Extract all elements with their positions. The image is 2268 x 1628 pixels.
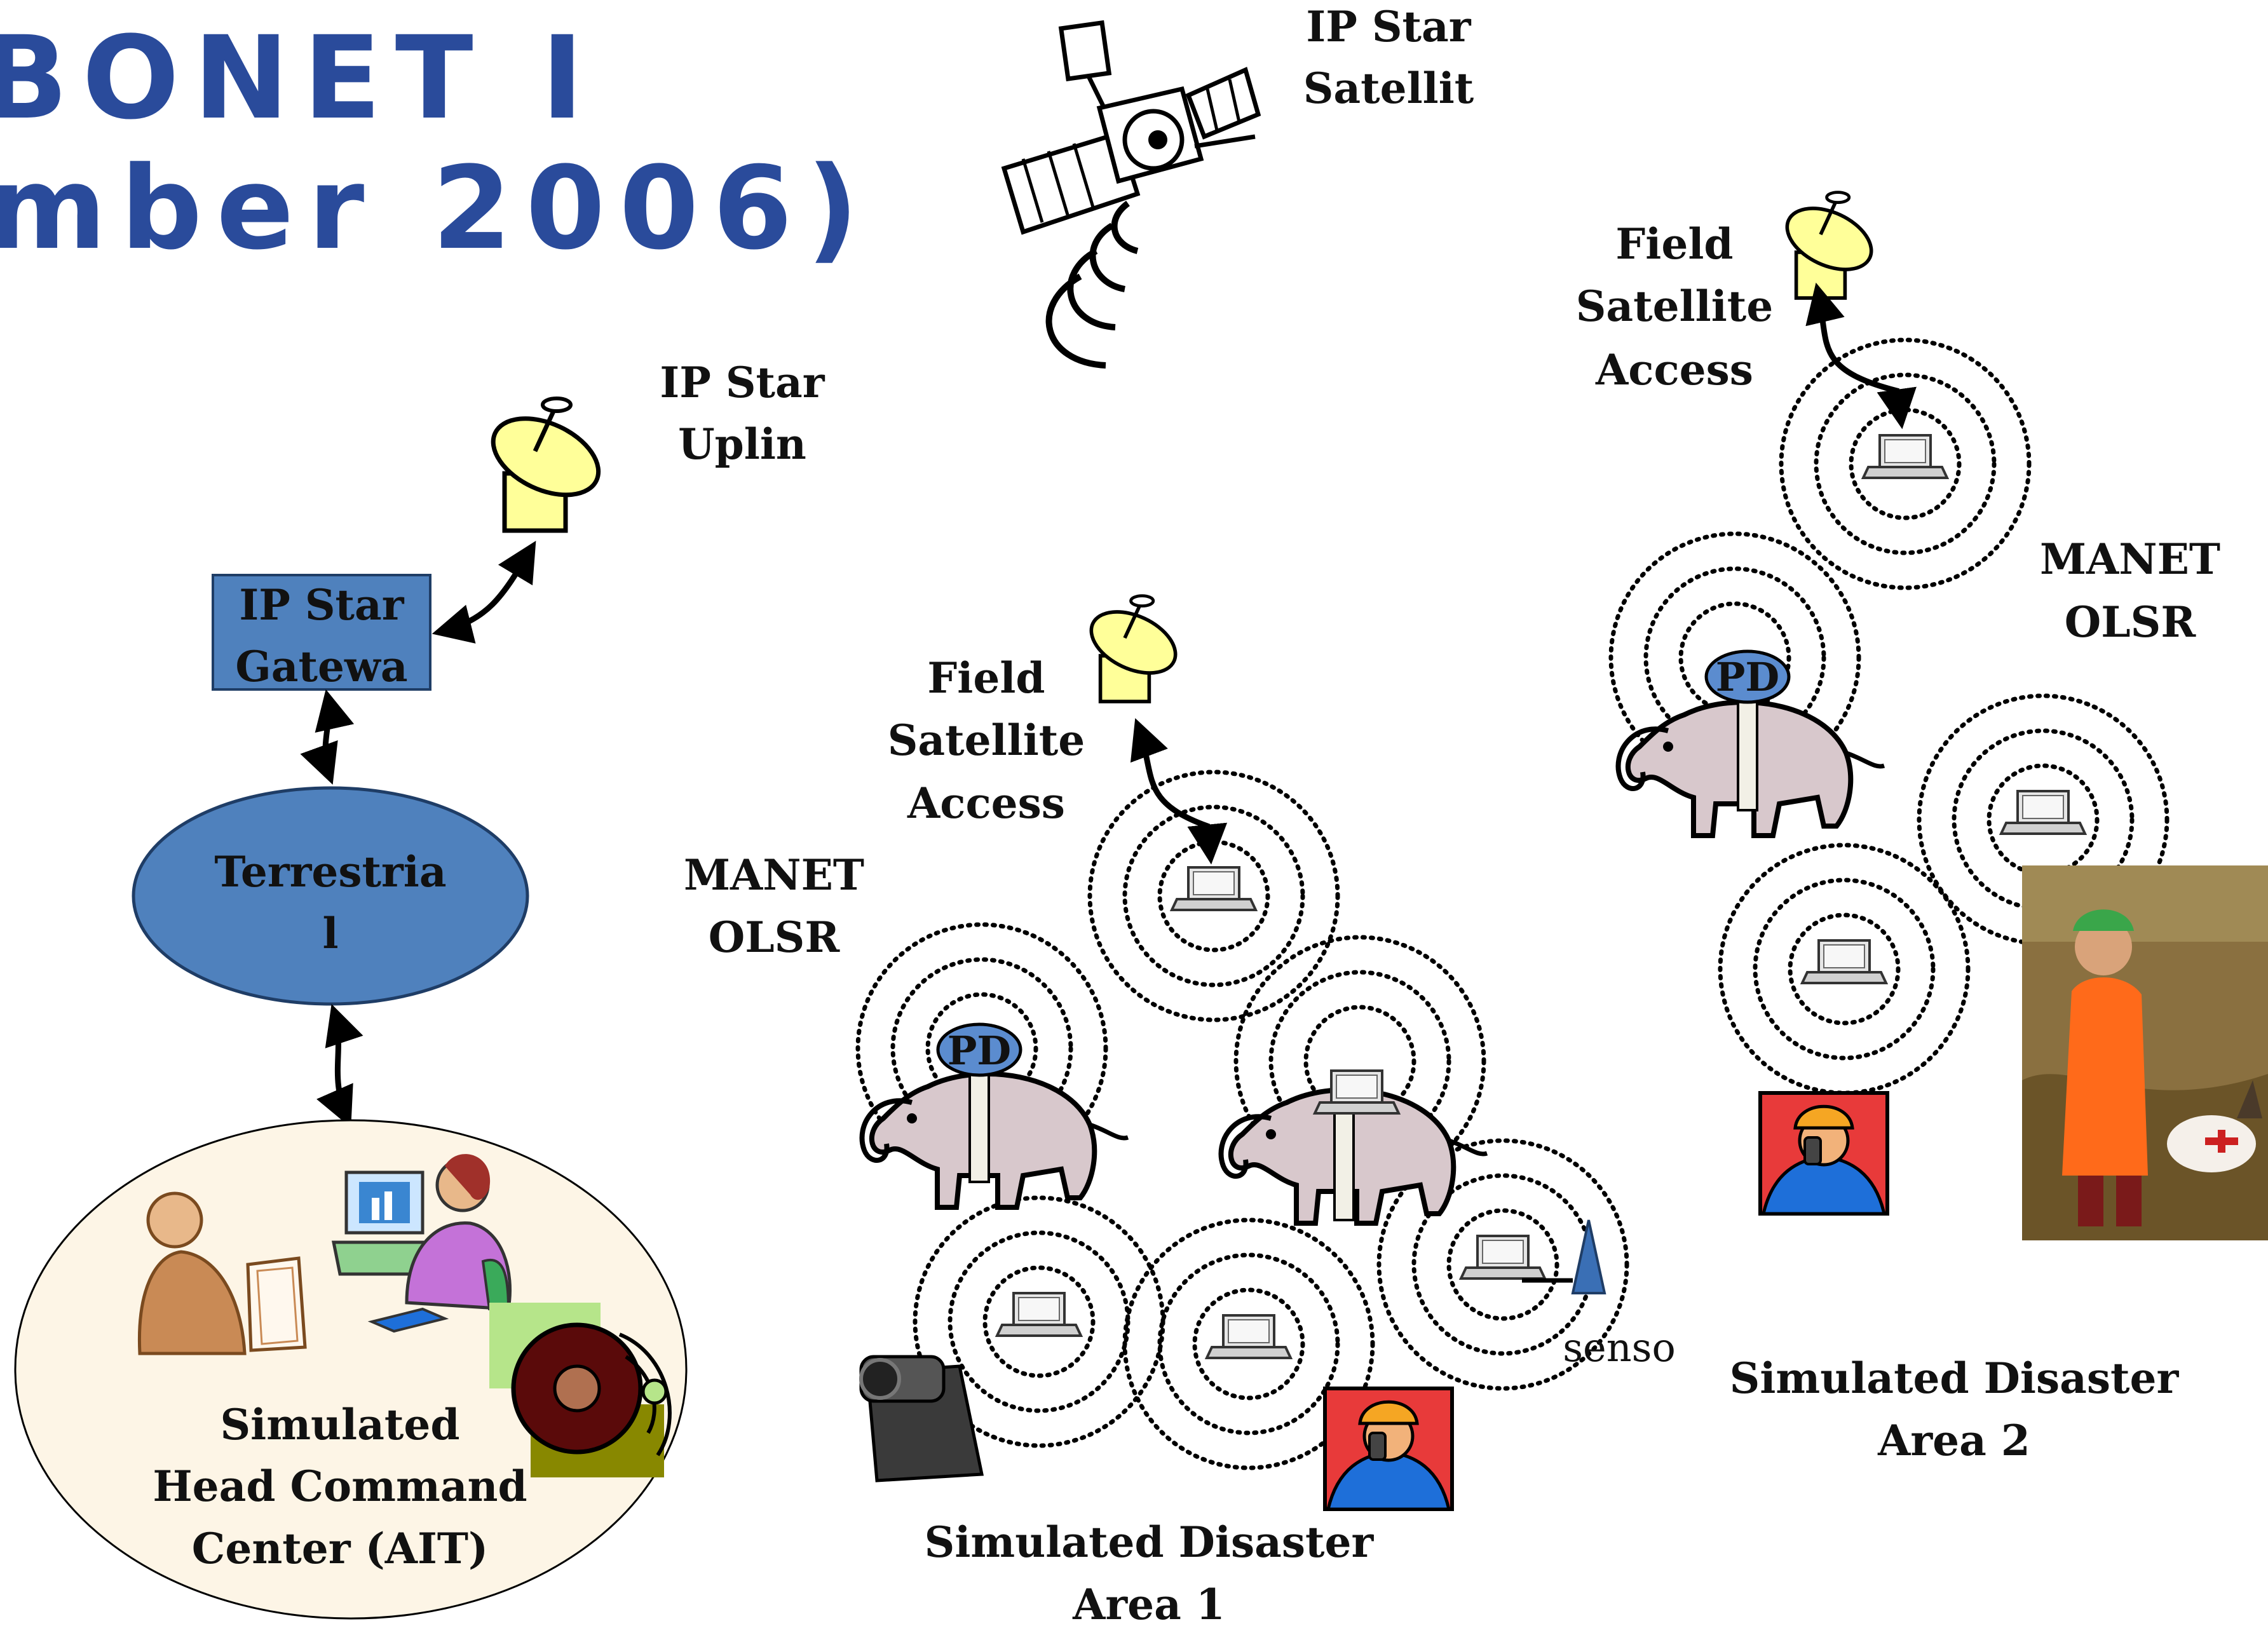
field-access-link-1 — [1130, 718, 1228, 865]
disaster-area-1-label-1: Simulated Disaster — [925, 1517, 1375, 1567]
manet-2-label-1: MANET — [2040, 534, 2220, 584]
head-command-label-3: Center (AIT) — [192, 1524, 488, 1573]
elephant-pda-1: PD — [862, 1022, 1128, 1207]
elephant-pda-2: PD — [1619, 649, 1884, 836]
manet-1-label-2: OLSR — [709, 912, 841, 962]
pda-icon — [1704, 649, 1791, 704]
sensor-label: senso — [1563, 1324, 1676, 1371]
ip-star-uplink-label-2: Uplin — [678, 419, 806, 469]
ip-star-gateway-label-2: Gatewa — [235, 642, 407, 691]
field-sat-access-1-label-3: Access — [907, 778, 1065, 828]
worker-on-phone-icon-2 — [1760, 1093, 1887, 1214]
field-sat-access-1-label-2: Satellite — [888, 716, 1085, 765]
field-sat-access-1-label-1: Field — [927, 653, 1045, 703]
field-access-link-2 — [1805, 282, 1917, 430]
satellite-icon — [1001, 20, 1261, 369]
title-line-2: mber 2006) — [0, 142, 873, 275]
manet-node-2d — [1720, 845, 1968, 1093]
pda-icon — [936, 1022, 1022, 1077]
terrestrial-label-2: l — [322, 909, 338, 958]
computer-user-icon — [331, 1154, 512, 1333]
terrestrial-label-1: Terrestria — [214, 847, 446, 897]
head-command-label-1: Simulated — [220, 1400, 459, 1449]
field-sat-access-2-label-1: Field — [1615, 219, 1733, 269]
laptop-icon — [996, 1292, 1082, 1337]
terrestrial-command-link — [316, 1004, 363, 1128]
terrestrial-network — [132, 786, 529, 1006]
laptop-icon — [1205, 1314, 1292, 1359]
laptop-icon — [1801, 939, 1887, 984]
manet-node-1a — [1090, 772, 1338, 1020]
field-satellite-dish-icon-1 — [1082, 596, 1185, 702]
gateway-terrestrial-link — [300, 689, 355, 785]
ip-star-gateway-label-1: IP Star — [239, 580, 404, 630]
alarm-bell-icon — [489, 1303, 672, 1477]
ip-star-gateway-box — [212, 574, 431, 691]
ip-star-uplink-label-1: IP Star — [660, 358, 825, 407]
laptop-icon — [1862, 434, 1948, 479]
elephant-icon — [862, 1074, 1128, 1207]
gateway-uplink-link — [431, 540, 536, 644]
laptop-icon — [2000, 790, 2086, 835]
manet-2-label-2: OLSR — [2065, 597, 2197, 647]
laptop-icon — [1171, 866, 1257, 911]
satellite-dish-icon — [481, 398, 610, 531]
field-satellite-dish-icon-2 — [1777, 193, 1881, 298]
disaster-area-1-label-2: Area 1 — [1072, 1580, 1225, 1625]
businessman-icon — [137, 1191, 307, 1355]
ip-star-satellite-label-1: IP Star — [1306, 2, 1471, 51]
ip-star-satellite-label-2: Satellit — [1303, 64, 1474, 113]
manet-1-label-1: MANET — [684, 850, 864, 900]
disaster-area-2-label-1: Simulated Disaster — [1730, 1353, 2180, 1403]
field-sat-access-2-label-3: Access — [1595, 345, 1753, 395]
sensor-icon — [1522, 1219, 1606, 1294]
rescue-dog-photo — [2022, 865, 2268, 1240]
head-command-label-2: Head Command — [153, 1462, 527, 1511]
manet-node-2a — [1781, 340, 2029, 588]
title-line-1: BONET I — [0, 12, 597, 145]
pda-label-1: PD — [947, 1028, 1011, 1074]
pda-label-2: PD — [1716, 654, 1779, 700]
video-camera-icon — [859, 1355, 984, 1482]
disaster-area-2-label-2: Area 2 — [1877, 1416, 2030, 1465]
elephant-laptop-1 — [1221, 1069, 1487, 1223]
field-sat-access-2-label-2: Satellite — [1576, 282, 1774, 331]
worker-on-phone-icon-1 — [1325, 1388, 1452, 1509]
laptop-icon — [1460, 1235, 1546, 1280]
